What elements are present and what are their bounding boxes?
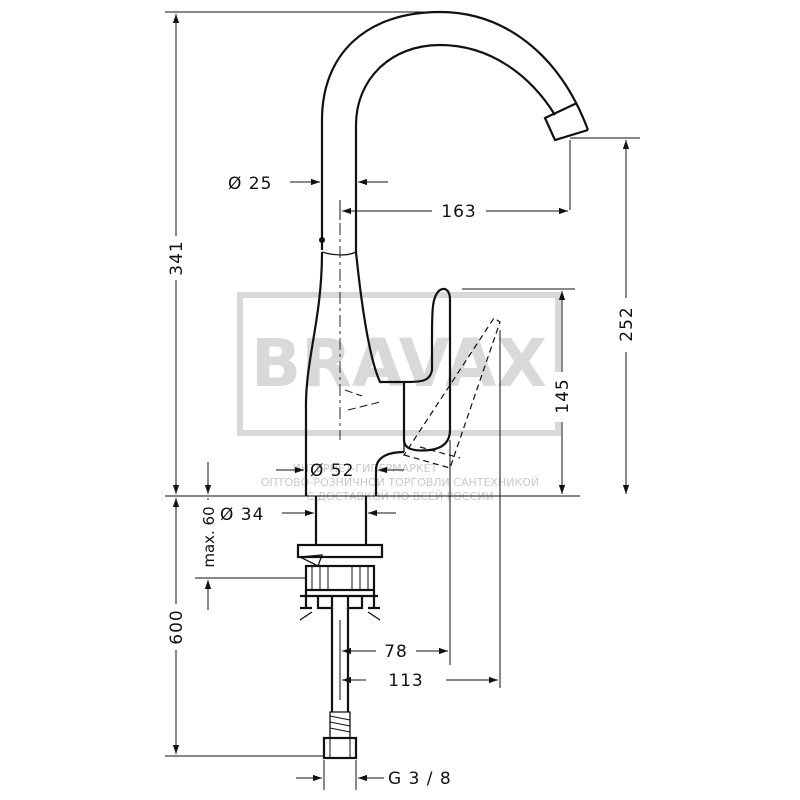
lever-swing-outline xyxy=(403,317,501,469)
dimension-labels: 341 Ø 25 163 252 145 Ø 52 Ø 34 max. 60 6… xyxy=(166,174,637,789)
dim-113-label: 113 xyxy=(388,671,423,691)
watermark: BRAVAX ИНТЕРНЕТ-ГИПЕРМАРКЕТ ОПТОВО-РОЗНИ… xyxy=(237,292,561,503)
bracket-ears xyxy=(316,596,364,610)
hose-nut-faces xyxy=(329,738,351,758)
dim-341-label: 341 xyxy=(167,240,187,275)
label-bg-113 xyxy=(366,671,446,689)
spout-joint xyxy=(321,251,357,256)
shank xyxy=(314,496,368,545)
bracket-studs xyxy=(299,611,381,621)
dim-g38-label: G 3 / 8 xyxy=(388,769,452,789)
dim-d52-label: Ø 52 xyxy=(310,461,354,481)
washer xyxy=(296,543,384,559)
lever-handle xyxy=(402,287,452,452)
spout-joint-dot xyxy=(319,237,325,243)
lever-swing-base xyxy=(419,446,461,459)
dim-163-label: 163 xyxy=(441,202,476,222)
hose-nut xyxy=(322,736,358,760)
ext-thread xyxy=(323,760,357,790)
label-bg-max xyxy=(198,500,218,574)
label-bg-252 xyxy=(616,298,636,352)
body-lower-right xyxy=(374,450,405,496)
fixing-bracket xyxy=(300,590,380,610)
body-right-upper xyxy=(354,251,404,384)
washer-tab xyxy=(297,554,323,567)
dim-max-label: max. 60 xyxy=(200,506,218,567)
body-left xyxy=(304,251,324,496)
dim-145-label: 145 xyxy=(553,378,573,413)
dim-600-label: 600 xyxy=(167,609,187,644)
dim-252-label: 252 xyxy=(617,306,637,341)
dim-78-label: 78 xyxy=(384,642,408,662)
label-bg-163 xyxy=(432,202,486,220)
watermark-frame xyxy=(237,292,561,436)
dim-d25-label: Ø 25 xyxy=(228,174,272,194)
spout-inner xyxy=(354,43,556,252)
label-bg-341 xyxy=(166,236,186,280)
hose xyxy=(330,608,350,712)
label-bg-78 xyxy=(376,642,416,660)
ferrule-crimp xyxy=(329,715,351,733)
extension-lines xyxy=(165,11,640,790)
nut-threads xyxy=(311,566,369,590)
mounting-nut xyxy=(304,564,376,592)
label-bg-600 xyxy=(166,604,186,650)
body-hidden-lines xyxy=(344,389,381,411)
watermark-line-1: ИНТЕРНЕТ-ГИПЕРМАРКЕТ xyxy=(293,462,438,475)
watermark-line-2: ОПТОВО-РОЗНИЧНОЙ ТОРГОВЛИ САНТЕХНИКОЙ xyxy=(261,476,539,489)
dim-d34-label: Ø 34 xyxy=(220,505,264,525)
label-bg-145 xyxy=(552,372,572,422)
watermark-logo: BRAVAX xyxy=(251,325,547,402)
spout-tip xyxy=(543,102,589,142)
